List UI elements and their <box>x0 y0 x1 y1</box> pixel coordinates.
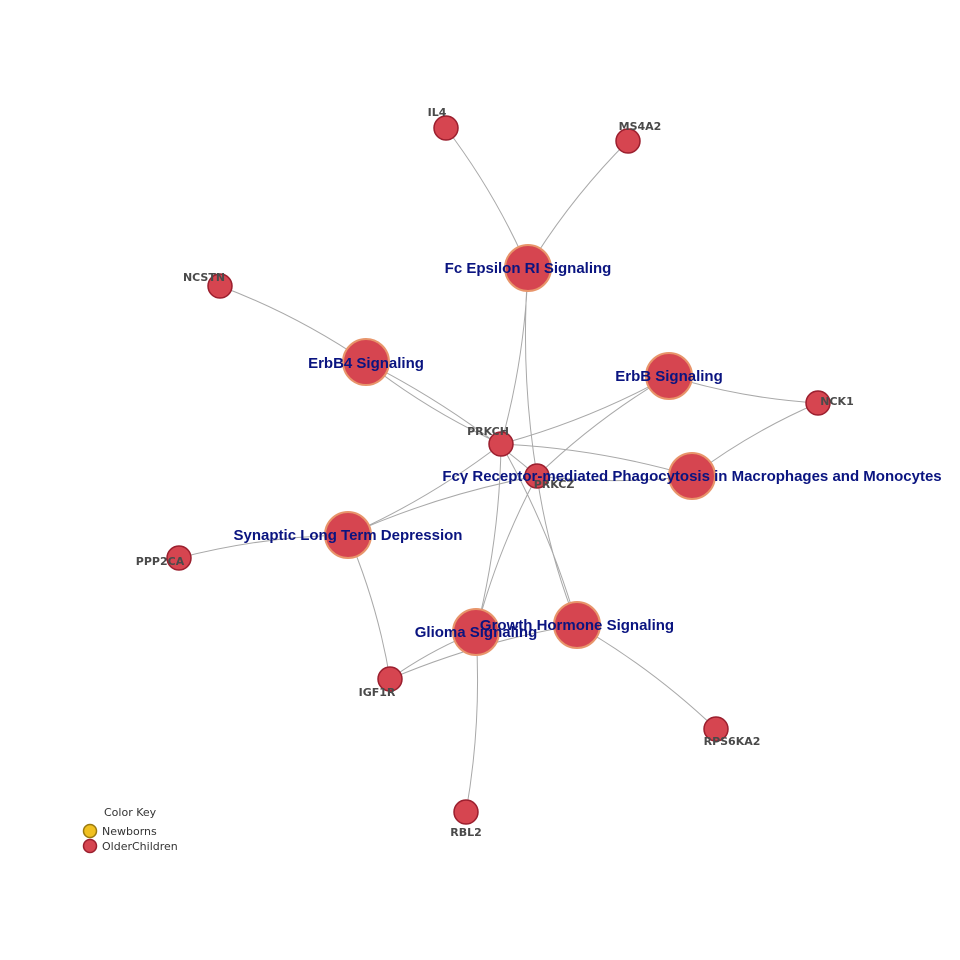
older-children-label: OlderChildren <box>102 840 178 853</box>
label-gh: Growth Hormone Signaling <box>480 617 674 634</box>
node-erbb[interactable] <box>645 352 693 400</box>
edge-glioma-rbl2 <box>465 631 479 813</box>
edge-fcer-prkcz <box>524 267 538 477</box>
label-ms4a2: MS4A2 <box>619 120 662 133</box>
node-il4[interactable] <box>433 115 459 141</box>
label-rbl2: RBL2 <box>450 826 482 839</box>
edge-gh-prkch <box>500 443 578 626</box>
node-ms4a2[interactable] <box>615 128 641 154</box>
label-igf1r: IGF1R <box>359 686 396 699</box>
edge-fcer-prkch <box>500 267 529 445</box>
label-glioma: Glioma Signaling <box>415 624 538 641</box>
node-rps6ka2[interactable] <box>703 716 729 742</box>
edge-ms4a2-fcer <box>527 140 629 269</box>
node-glioma[interactable] <box>452 608 500 656</box>
node-nck1[interactable] <box>805 390 831 416</box>
newborns-label: Newborns <box>102 825 157 838</box>
label-sltd: Synaptic Long Term Depression <box>234 527 463 544</box>
label-fcer: Fc Epsilon RI Signaling <box>445 260 612 277</box>
edge-erbb4-prkcz <box>365 361 538 477</box>
label-prkch: PRKCH <box>467 425 509 438</box>
node-prkch[interactable] <box>488 431 514 457</box>
label-fcgr: Fcγ Receptor-mediated Phagocytosis in Ma… <box>442 468 941 485</box>
nodes-layer <box>166 115 831 825</box>
older-children-swatch <box>82 838 98 854</box>
color-key-title: Color Key <box>104 806 157 819</box>
node-fcgr[interactable] <box>668 452 716 500</box>
edge-il4-fcer <box>445 127 529 269</box>
color-key: Color Key Newborns OlderChildren <box>82 806 178 854</box>
edge-gh-rps6ka2 <box>576 624 717 730</box>
label-erbb4: ErbB4 Signaling <box>308 355 424 372</box>
edge-glioma-prkcz <box>475 475 538 633</box>
label-erbb: ErbB Signaling <box>615 368 723 385</box>
node-erbb4[interactable] <box>342 338 390 386</box>
edge-erbb-prkcz <box>536 375 670 477</box>
node-sltd[interactable] <box>324 511 372 559</box>
node-igf1r[interactable] <box>377 666 403 692</box>
label-rps6ka2: RPS6KA2 <box>704 735 761 748</box>
node-gh[interactable] <box>553 601 601 649</box>
edge-sltd-prkcz <box>347 475 538 536</box>
label-nck1: NCK1 <box>820 395 853 408</box>
label-prkcz: PRKCZ <box>534 478 575 491</box>
label-ncstn: NCSTN <box>183 271 225 284</box>
label-ppp2ca: PPP2CA <box>136 555 185 568</box>
node-prkcz[interactable] <box>524 463 550 489</box>
label-il4: IL4 <box>428 106 447 119</box>
edge-ncstn-erbb4 <box>219 285 367 363</box>
node-fcer[interactable] <box>504 244 552 292</box>
newborns-swatch <box>82 823 98 839</box>
node-ppp2ca[interactable] <box>166 545 192 571</box>
node-ncstn[interactable] <box>207 273 233 299</box>
node-rbl2[interactable] <box>453 799 479 825</box>
